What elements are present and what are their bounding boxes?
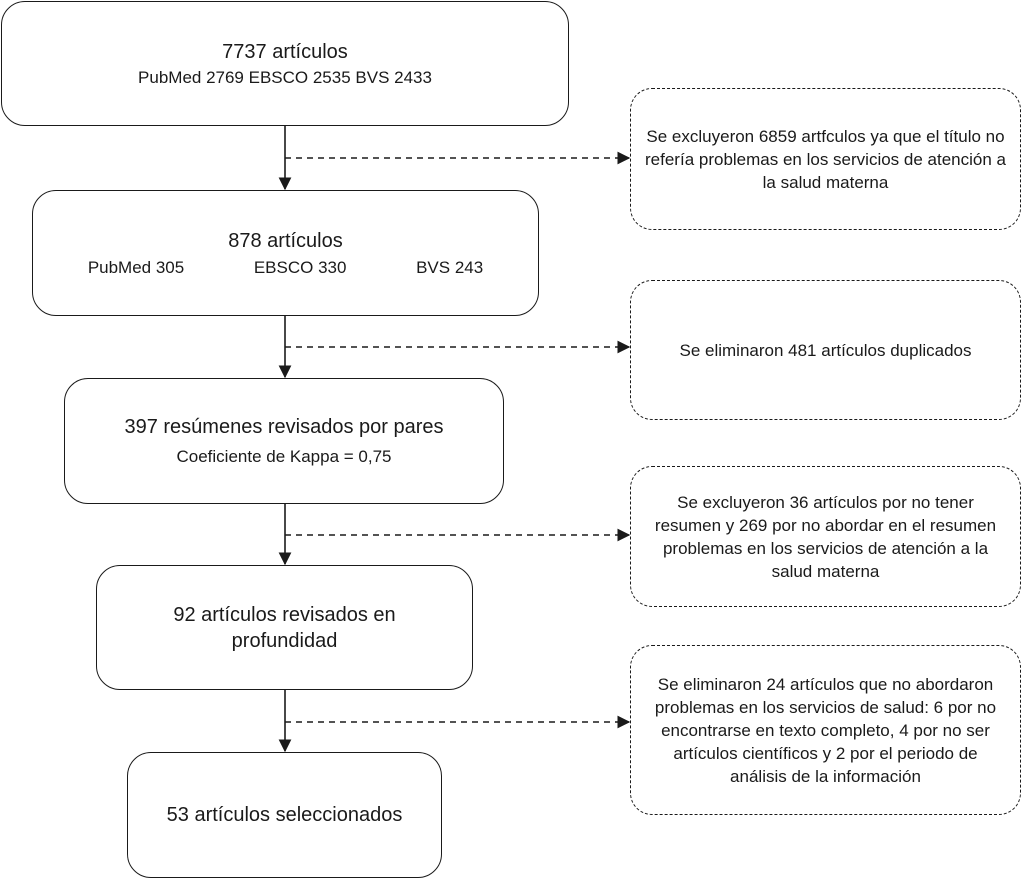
- note-text: Se eliminaron 24 artículos que no aborda…: [654, 674, 997, 786]
- exclusion-note-3: Se excluyeron 36 artículos por no tener …: [630, 466, 1021, 607]
- step-title: 878 artículos: [228, 230, 343, 252]
- step-box-878: 878 artículos PubMed 305 EBSCO 330 BVS 2…: [32, 190, 539, 316]
- step-box-397: 397 resúmenes revisados por pares Coefic…: [64, 378, 504, 504]
- exclusion-note-1: Se excluyeron 6859 artfculos ya que el t…: [630, 88, 1021, 230]
- source-ebsco: EBSCO 330: [253, 258, 347, 277]
- step-sources: PubMed 305 EBSCO 330 BVS 243: [33, 258, 538, 278]
- step-kappa: Coeficiente de Kappa = 0,75: [176, 447, 392, 466]
- source-pubmed: PubMed 305: [87, 258, 185, 277]
- step-box-53: 53 artículos seleccionados: [127, 752, 442, 878]
- exclusion-note-2: Se eliminaron 481 artículos duplicados: [630, 280, 1021, 420]
- step-sources: PubMed 2769 EBSCO 2535 BVS 2433: [138, 67, 432, 87]
- step-box-92: 92 artículos revisados en profundidad: [96, 565, 473, 690]
- exclusion-note-4: Se eliminaron 24 artículos que no aborda…: [630, 645, 1021, 815]
- source-bvs: BVS 243: [416, 258, 484, 277]
- note-text: Se excluyeron 36 artículos por no tener …: [654, 492, 997, 581]
- step-box-initial: 7737 artículos PubMed 2769 EBSCO 2535 BV…: [1, 1, 569, 126]
- step-title: 53 artículos seleccionados: [166, 804, 403, 826]
- note-text: Se eliminaron 481 artículos duplicados: [679, 340, 972, 360]
- step-title: 397 resúmenes revisados por pares: [124, 416, 444, 438]
- step-title: 7737 artículos: [222, 40, 348, 63]
- step-title: 92 artículos revisados en profundidad: [173, 603, 396, 652]
- note-text: Se excluyeron 6859 artfculos ya que el t…: [645, 126, 1006, 192]
